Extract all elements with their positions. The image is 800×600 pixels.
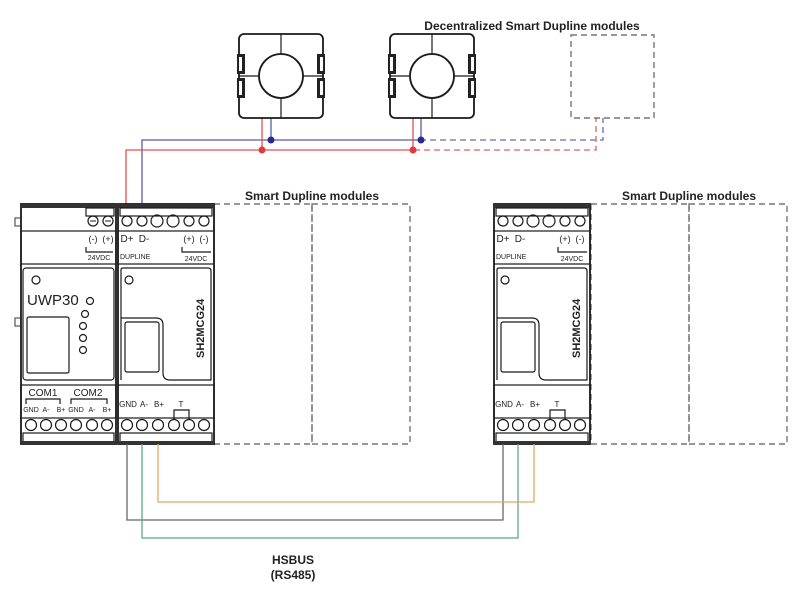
terminal-label: GND <box>119 400 137 409</box>
terminal-label: D- <box>139 234 150 245</box>
sh2mcg24-right-label: SH2MCG24 <box>571 298 583 358</box>
uwp30-label: UWP30 <box>27 292 79 309</box>
terminal-label: GND <box>68 407 84 414</box>
terminal-label: A- <box>89 407 97 414</box>
hsbus-label: HSBUS <box>272 553 314 567</box>
dupline-wires <box>125 118 604 205</box>
terminal-label: T <box>179 400 184 409</box>
junction-dot <box>267 136 275 144</box>
terminal-label: GND <box>23 407 39 414</box>
smart-modules-right-label: Smart Dupline modules <box>622 189 756 203</box>
terminal-label: COM2 <box>74 388 103 399</box>
led-icon <box>80 309 90 319</box>
terminal-label: 24VDC <box>185 256 208 263</box>
dupline-minus-wire <box>141 139 420 205</box>
current-sensor-2 <box>388 33 476 119</box>
sh2mcg24-left-module: D+ D- DUPLINE (+) (-) 24VDC SH2MCG24 GND… <box>117 203 215 445</box>
led-icon <box>85 296 95 306</box>
led-icon <box>78 345 88 355</box>
smart-modules-left-label: Smart Dupline modules <box>245 189 379 203</box>
terminal-label: D+ <box>120 234 133 245</box>
terminal-label: A- <box>43 407 51 414</box>
led-icon <box>78 321 88 331</box>
terminal-label: (-) <box>89 234 98 244</box>
terminal-label: A- <box>516 400 524 409</box>
uwp30-module: (-) (+) 24VDC UWP30 COM1 COM2 GND A- B+ … <box>14 203 117 445</box>
terminal-label: B+ <box>154 400 164 409</box>
a-minus-wire <box>141 444 519 539</box>
decentralized-label: Decentralized Smart Dupline modules <box>424 19 640 33</box>
terminal-label: B+ <box>530 400 540 409</box>
terminal-label: 24VDC <box>561 256 584 263</box>
gnd-wire <box>126 444 504 521</box>
terminal-label: 24VDC <box>88 255 111 262</box>
terminal-label: A- <box>140 400 148 409</box>
junction-dot <box>417 136 425 144</box>
terminal-label: (+) <box>183 234 194 244</box>
terminal-label: B+ <box>57 407 66 414</box>
terminal-label: DUPLINE <box>120 254 151 261</box>
smart-modules-left <box>213 203 411 445</box>
decentralized-module-placeholder <box>570 34 655 119</box>
led-icon <box>78 333 88 343</box>
uwp30-bottom-terminals <box>24 418 114 432</box>
terminal-label: (-) <box>576 234 585 244</box>
smart-modules-right <box>590 203 788 445</box>
dupline-plus-wire-dashed <box>414 118 597 151</box>
terminal-label: (+) <box>559 234 570 244</box>
current-sensor-1 <box>237 33 325 119</box>
terminal-label: B+ <box>103 407 112 414</box>
b-plus-wire <box>157 444 535 503</box>
terminal-label: COM1 <box>29 388 58 399</box>
dupline-plus-wire <box>125 149 414 205</box>
terminal-label: D+ <box>496 234 509 245</box>
terminal-label: T <box>555 400 560 409</box>
terminal-label: (+) <box>102 234 113 244</box>
junction-dot <box>409 146 417 154</box>
dupline-minus-wire-dashed <box>420 118 604 141</box>
junction-dot <box>258 146 266 154</box>
terminal-label: DUPLINE <box>496 254 527 261</box>
terminal-label: GND <box>495 400 513 409</box>
sh2mcg24-left-label: SH2MCG24 <box>195 298 207 358</box>
terminal-label: (-) <box>200 234 209 244</box>
sh2mcg24-right-module: D+ D- DUPLINE (+) (-) 24VDC SH2MCG24 GND… <box>493 203 591 445</box>
terminal-label: D- <box>515 234 526 245</box>
rs485-label: (RS485) <box>271 568 316 582</box>
hsbus-wires <box>126 444 535 539</box>
